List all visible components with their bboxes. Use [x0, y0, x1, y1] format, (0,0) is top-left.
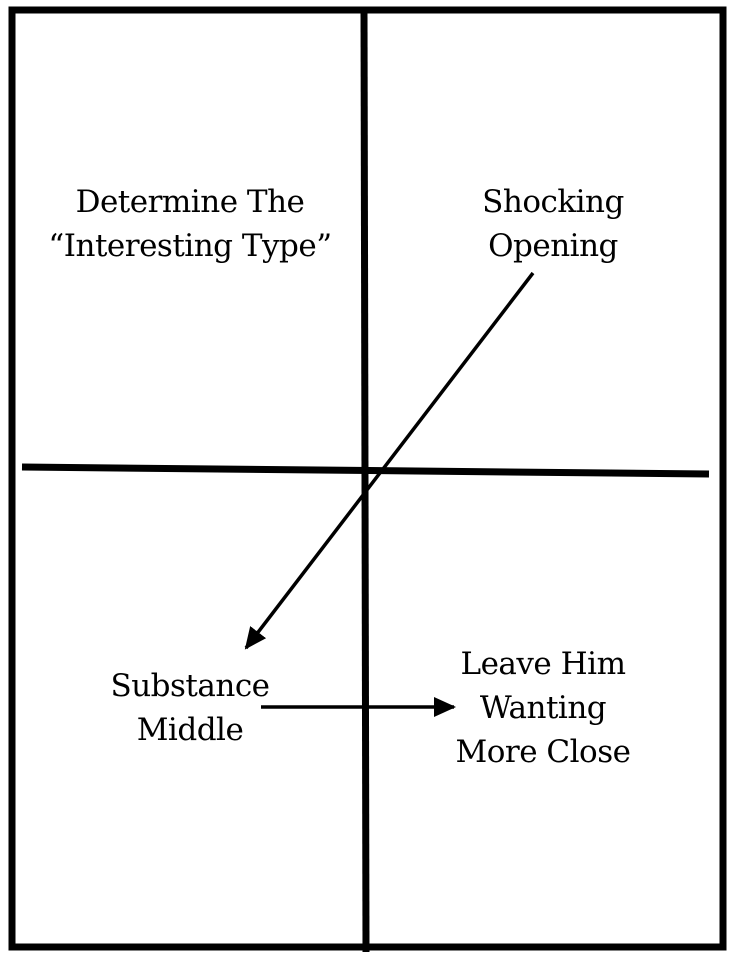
label-line: More Close	[455, 734, 631, 770]
label-determine-interesting-type: Determine The “Interesting Type”	[40, 180, 340, 268]
label-shocking-opening: Shocking Opening	[453, 180, 653, 268]
label-substance-middle: Substance Middle	[90, 664, 290, 752]
label-line: Opening	[488, 228, 618, 264]
label-leave-him-wanting-more-close: Leave Him Wanting More Close	[433, 642, 653, 774]
label-line: Determine The	[75, 184, 305, 220]
label-line: Wanting	[479, 690, 607, 726]
label-line: “Interesting Type”	[48, 228, 332, 264]
label-line: Substance	[110, 668, 270, 704]
arrow-opening-to-middle	[244, 271, 535, 650]
vertical-divider	[360, 9, 370, 953]
label-line: Middle	[136, 712, 244, 748]
label-line: Leave Him	[460, 646, 626, 682]
horizontal-divider	[21, 463, 710, 478]
label-line: Shocking	[482, 184, 624, 220]
